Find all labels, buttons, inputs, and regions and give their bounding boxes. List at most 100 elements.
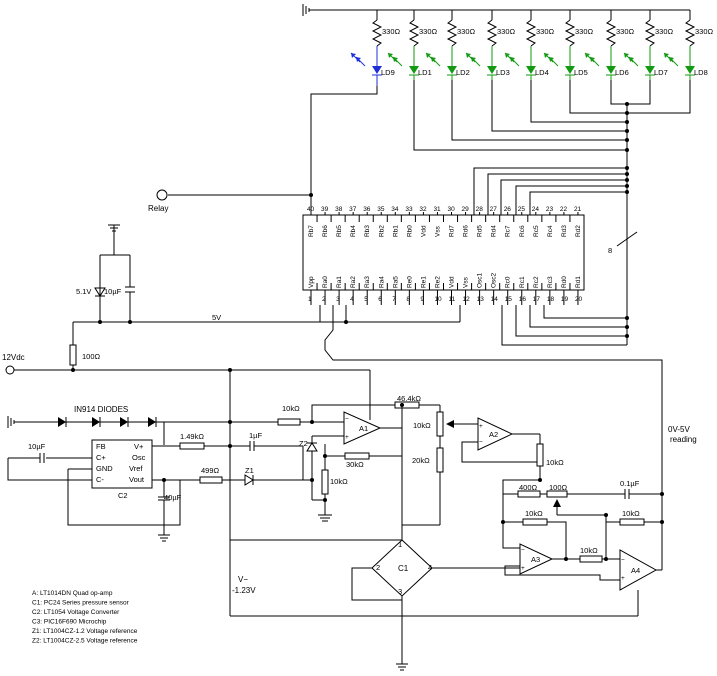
mcu-top-pin-number: 24 xyxy=(532,206,540,213)
reading-bottom-label: reading xyxy=(670,435,697,444)
cap-10uf-left-label: 10µF xyxy=(28,442,46,451)
led-resistor-label: 330Ω xyxy=(616,27,635,36)
mcu-top-pin-name: Rd7 xyxy=(449,225,456,237)
mcu-bottom-pin-number: 16 xyxy=(519,296,527,303)
r-10k-pot-label: 10kΩ xyxy=(413,421,431,430)
resistor-icon xyxy=(408,19,420,47)
led-label: LD5 xyxy=(574,68,588,77)
svg-text:+: + xyxy=(621,575,625,582)
mcu-bottom-pin-number: 8 xyxy=(406,296,410,303)
mcu-bottom-pin-name: Rc3 xyxy=(547,276,554,288)
r-400-label: 400Ω xyxy=(519,483,538,492)
led-icon xyxy=(372,66,382,74)
mcu-power-wires: 5V xyxy=(72,305,663,565)
mcu-top-pin-name: Rd2 xyxy=(575,225,582,237)
r-10k-f-label: 10kΩ xyxy=(580,546,598,555)
mcu-top-pin-number: 25 xyxy=(518,206,526,213)
legend-item: C2: LT1054 Voltage Converter xyxy=(32,609,120,616)
resistor-icon xyxy=(684,19,696,47)
mcu-top-pin-number: 32 xyxy=(419,206,427,213)
a1-label: A1 xyxy=(359,424,368,433)
vminus-top-label: V− xyxy=(238,575,248,584)
c2-label: C2 xyxy=(118,491,128,500)
svg-text:−: − xyxy=(521,547,525,554)
led-icon xyxy=(645,66,655,74)
mcu-top-pin-number: 31 xyxy=(433,206,441,213)
led-label: LD1 xyxy=(418,68,432,77)
mcu-bottom-pin-name: Rc0 xyxy=(505,276,512,288)
mcu-top-pin-name: Rb3 xyxy=(364,225,371,237)
mcu-bottom-pin-name: Osc1 xyxy=(477,272,484,288)
mcu-top-pin-number: 30 xyxy=(448,206,456,213)
led-icon xyxy=(447,66,457,74)
led-label: LD6 xyxy=(615,68,629,77)
r-1k49-label: 1.49kΩ xyxy=(180,432,204,441)
opamp-a4 xyxy=(619,549,658,591)
pressure-sensor-c1: 1 2 3 4 C1 V− -1.23V xyxy=(229,539,520,671)
relay-label: Relay xyxy=(148,204,168,213)
svg-text:+: + xyxy=(345,434,349,441)
mcu-bottom-pin-name: Re0 xyxy=(406,276,413,288)
c1-node-3: 3 xyxy=(398,587,402,596)
reference-z1: 1µF Z1 xyxy=(230,431,304,486)
r-499-label: 499Ω xyxy=(201,466,220,475)
mcu-bottom-pin-name: Rd0 xyxy=(561,276,568,288)
svg-text:+: + xyxy=(521,565,525,572)
r-100-pot-label: 100Ω xyxy=(549,483,568,492)
r-30k-label: 30kΩ xyxy=(346,460,364,469)
led-label: LD2 xyxy=(456,68,470,77)
cap-40uf-label: 40µF xyxy=(164,493,182,502)
zener-label: 5.1V xyxy=(76,287,91,296)
resistor-icon xyxy=(446,19,458,47)
r100-label: 100Ω xyxy=(82,352,101,361)
resistor-icon xyxy=(486,19,498,47)
led-icon xyxy=(606,66,616,74)
svg-text:−: − xyxy=(479,439,483,446)
mcu-top-pin-number: 38 xyxy=(335,206,343,213)
mcu-top-pin-name: Vss xyxy=(434,225,441,237)
diode-chain: IN914 DIODES xyxy=(7,405,232,445)
c2-pin-vref: Vref xyxy=(129,464,143,473)
mcu-bottom-pin-number: 9 xyxy=(420,296,424,303)
led-resistor-label: 330Ω xyxy=(382,27,401,36)
mcu-bottom-pin-number: 4 xyxy=(350,296,354,303)
mcu-top-pin-number: 39 xyxy=(321,206,329,213)
reading-top-label: 0V-5V xyxy=(668,425,690,434)
z1-label: Z1 xyxy=(245,466,254,475)
z2-label: Z2 xyxy=(299,439,308,448)
mcu-top-pin-name: Rd4 xyxy=(491,225,498,237)
r-10k-e-label: 10kΩ xyxy=(622,509,640,518)
c1-node-2: 2 xyxy=(376,563,380,572)
mcu-bottom-pin-name: Ra0 xyxy=(322,276,329,288)
mcu-top-pin-number: 22 xyxy=(560,206,568,213)
relay-terminal: Relay xyxy=(148,189,168,213)
mcu-top-pin-name: Rc4 xyxy=(547,225,554,237)
mcu-top-pin-name: Vdd xyxy=(420,225,427,237)
cap-10uf-label: 10µF xyxy=(104,287,122,296)
led-resistor-label: 330Ω xyxy=(695,27,714,36)
resistor-icon xyxy=(525,19,537,47)
mcu-top-pin-name: Rc7 xyxy=(505,225,512,237)
c2-pin-gnd: GND xyxy=(96,464,113,473)
mcu-top-pin-name: Rb6 xyxy=(322,225,329,237)
legend-item: C1: PC24 Series pressure sensor xyxy=(32,600,130,607)
opamp-a1 xyxy=(343,411,382,445)
mcu-bottom-pin-number: 18 xyxy=(547,296,555,303)
c1-node-4: 4 xyxy=(428,563,432,572)
c2-pin-vplus: V+ xyxy=(134,442,144,451)
led-resistor-label: 330Ω xyxy=(419,27,438,36)
mcu-top-pin-number: 29 xyxy=(462,206,470,213)
mcu-bottom-pin-number: 14 xyxy=(491,296,499,303)
svg-text:−: − xyxy=(345,416,349,423)
legend-item: A: LT1014DN Quad op-amp xyxy=(32,590,113,597)
resistor-icon xyxy=(371,19,383,47)
mcu-bottom-pin-number: 12 xyxy=(463,296,471,303)
a3-label: A3 xyxy=(531,555,540,564)
microcontroller-chip: 40Rb739Rb638Rb537Rb436Rb335Rb234Rb133Rb0… xyxy=(302,206,585,305)
mcu-bottom-pin-name: Osc2 xyxy=(491,272,498,288)
r-46k4-label: 46.4kΩ xyxy=(397,394,421,403)
